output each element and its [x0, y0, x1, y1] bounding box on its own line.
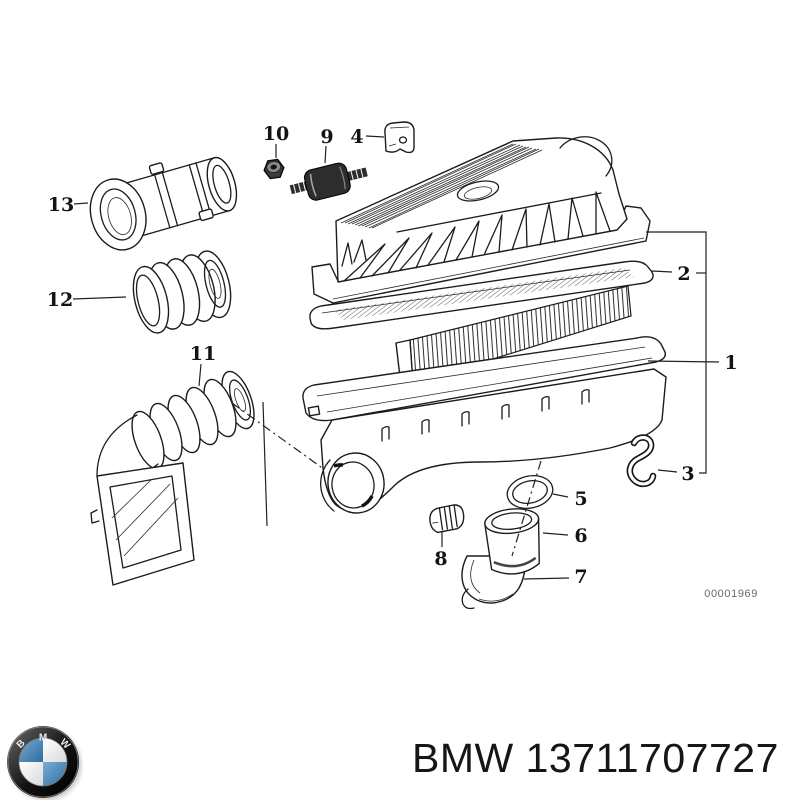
spring-clip-drawing	[626, 434, 657, 488]
exploded-parts-drawing: 1 2 3 4 5 6 7 8 9 10 11 12	[47, 121, 758, 610]
part-number-title: BMW 13711707727	[412, 735, 779, 781]
callout-6: 6	[542, 525, 588, 547]
callout-11-label: 11	[190, 343, 216, 365]
callout-3: 3	[657, 463, 695, 485]
callout-8-label: 8	[434, 548, 447, 570]
rubber-mount-drawing	[289, 162, 368, 201]
logo-quadrant-blue-tl	[19, 738, 43, 762]
callout-6-label: 6	[574, 525, 587, 547]
callout-10-label: 10	[263, 123, 289, 145]
logo-quadrant-white-tr	[43, 738, 67, 762]
lower-housing-drawing	[302, 336, 667, 514]
callout-bracket-1-2-3	[646, 231, 707, 474]
nut-drawing	[263, 158, 285, 180]
bmw-logo: B M W	[3, 722, 83, 800]
callout-1: 1	[647, 352, 738, 374]
callout-9-label: 9	[320, 126, 333, 148]
callout-13: 13	[48, 194, 89, 216]
callout-12: 12	[47, 289, 127, 311]
callout-4: 4	[350, 126, 385, 148]
callout-2: 2	[651, 263, 706, 285]
logo-quadrant-blue-br	[43, 762, 67, 786]
callout-9: 9	[320, 126, 334, 164]
callout-5-label: 5	[574, 488, 587, 510]
callout-7: 7	[523, 566, 588, 588]
callout-5: 5	[552, 488, 588, 510]
retaining-clip-drawing	[429, 504, 465, 534]
intake-tube-drawing	[89, 156, 238, 251]
logo-quadrant-white-bl	[19, 762, 43, 786]
elbow-duct-drawing	[90, 370, 255, 586]
callout-8: 8	[434, 531, 448, 570]
callout-13-label: 13	[48, 194, 74, 216]
axis-line-sleeve	[511, 460, 542, 557]
callout-12-label: 12	[47, 289, 73, 311]
callout-4-label: 4	[350, 126, 363, 148]
diagram-watermark: 00001969	[704, 588, 758, 600]
bmw-roundel: B M W	[7, 726, 82, 800]
connecting-sleeve-drawing	[484, 508, 540, 575]
callout-2-label: 2	[677, 263, 690, 285]
callout-10: 10	[263, 123, 289, 158]
reference-line-11	[262, 401, 268, 527]
corrugated-sleeve-drawing	[132, 250, 232, 334]
logo-letter-m: M	[39, 733, 47, 744]
air-cleaner-cover-drawing	[311, 136, 651, 304]
callout-3-label: 3	[681, 463, 694, 485]
callout-1-label: 1	[724, 352, 737, 374]
filter-element-drawing	[309, 260, 654, 385]
holder-clip-drawing	[384, 121, 415, 154]
o-ring-drawing	[506, 474, 554, 510]
callout-11: 11	[190, 343, 216, 387]
callout-7-label: 7	[574, 566, 587, 588]
